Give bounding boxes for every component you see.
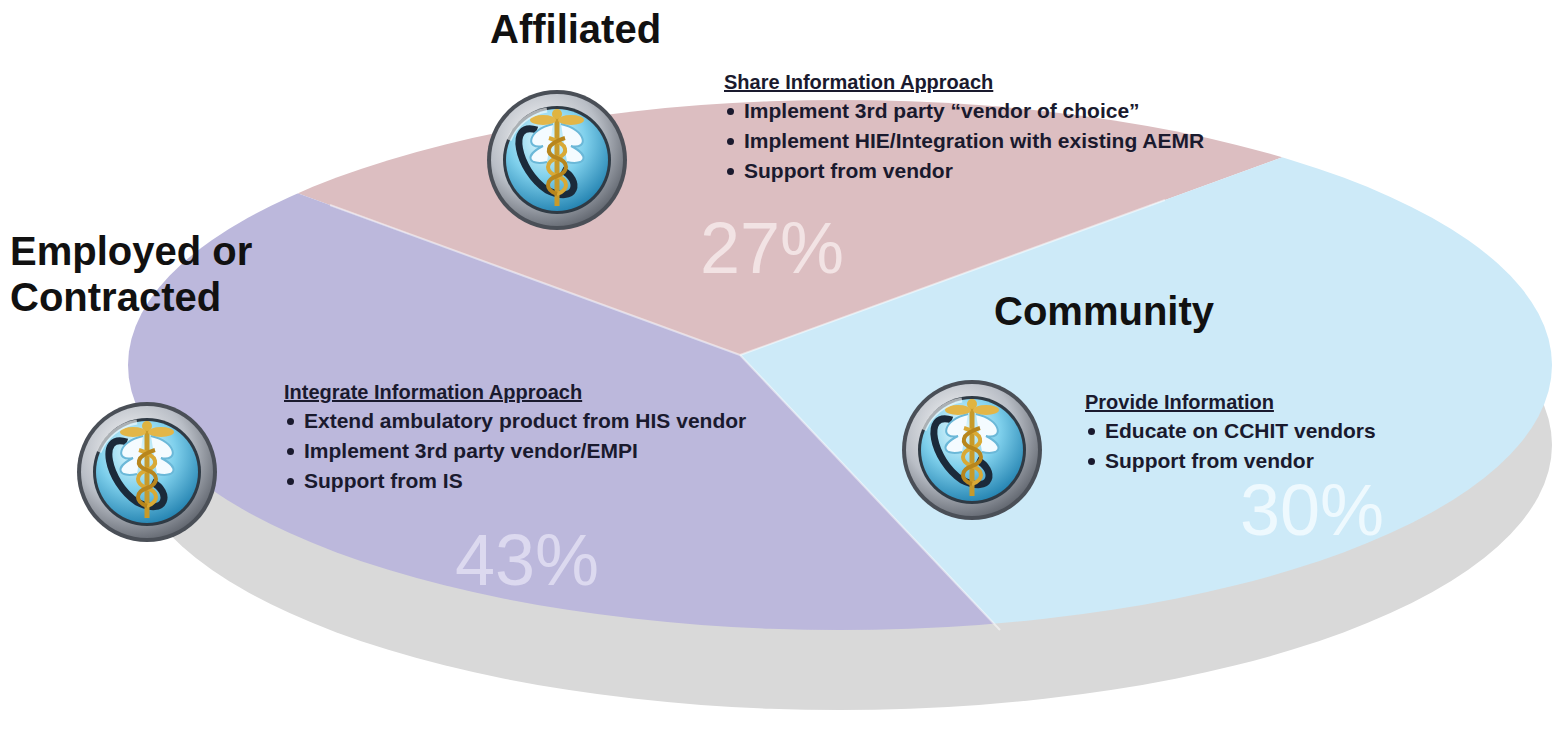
- bullet-item: Support from vendor: [724, 156, 1204, 186]
- bullet-item: Implement HIE/Integration with existing …: [724, 126, 1204, 156]
- approach-title: Integrate Information Approach: [284, 378, 834, 406]
- approach-title: Share Information Approach: [724, 68, 1204, 96]
- bullet-text: Educate on CCHIT vendors: [1105, 419, 1376, 442]
- caduceus-icon: [77, 402, 217, 542]
- bullet-item: Support from vendor: [1085, 446, 1376, 476]
- bullet-dot: [727, 168, 734, 175]
- percent-label: 27%: [700, 208, 844, 288]
- pie-slice-community: [740, 0, 1565, 751]
- caduceus-icon: [902, 380, 1042, 520]
- bullet-dot: [287, 418, 294, 425]
- bullet-text: Support from vendor: [744, 159, 953, 182]
- bullet-dot: [727, 138, 734, 145]
- bullet-text: Extend ambulatory product from HIS vendo…: [304, 409, 746, 432]
- bullet-item: Support from IS: [284, 466, 834, 496]
- bullet-item: Implement 3rd party “vendor of choice”: [724, 96, 1204, 126]
- percent-label: 30%: [1240, 470, 1384, 550]
- approach-title: Provide Information: [1085, 388, 1376, 416]
- bullet-item: Educate on CCHIT vendors: [1085, 416, 1376, 446]
- caduceus-icon: [487, 90, 627, 230]
- segment-heading: Affiliated: [490, 6, 661, 52]
- bullet-dot: [287, 478, 294, 485]
- bullet-dot: [1088, 428, 1095, 435]
- bullet-item: Extend ambulatory product from HIS vendo…: [284, 406, 834, 436]
- percent-label: 43%: [455, 520, 599, 600]
- bullet-dot: [727, 108, 734, 115]
- bullet-text: Support from IS: [304, 469, 463, 492]
- approach-block: Provide InformationEducate on CCHIT vend…: [1085, 388, 1376, 476]
- bullet-dot: [1088, 458, 1095, 465]
- pie-segment: AffiliatedShare Information ApproachImpl…: [478, 6, 1362, 210]
- bullet-text: Support from vendor: [1105, 449, 1314, 472]
- segment-heading: Employed or Contracted: [10, 228, 310, 320]
- bullet-text: Implement 3rd party “vendor of choice”: [744, 99, 1140, 122]
- segment-heading: Community: [994, 288, 1214, 334]
- bullet-text: Implement HIE/Integration with existing …: [744, 129, 1204, 152]
- bullet-item: Implement 3rd party vendor/EMPI: [284, 436, 834, 466]
- approach-block: Integrate Information ApproachExtend amb…: [284, 378, 834, 496]
- pie-slice-employed: [0, 0, 1520, 751]
- pie-segment: CommunityProvide InformationEducate on C…: [992, 288, 1556, 482]
- pie-segment: Employed or ContractedIntegrate Informat…: [6, 228, 840, 532]
- approach-block: Share Information ApproachImplement 3rd …: [724, 68, 1204, 186]
- bullet-dot: [287, 448, 294, 455]
- bullet-text: Implement 3rd party vendor/EMPI: [304, 439, 638, 462]
